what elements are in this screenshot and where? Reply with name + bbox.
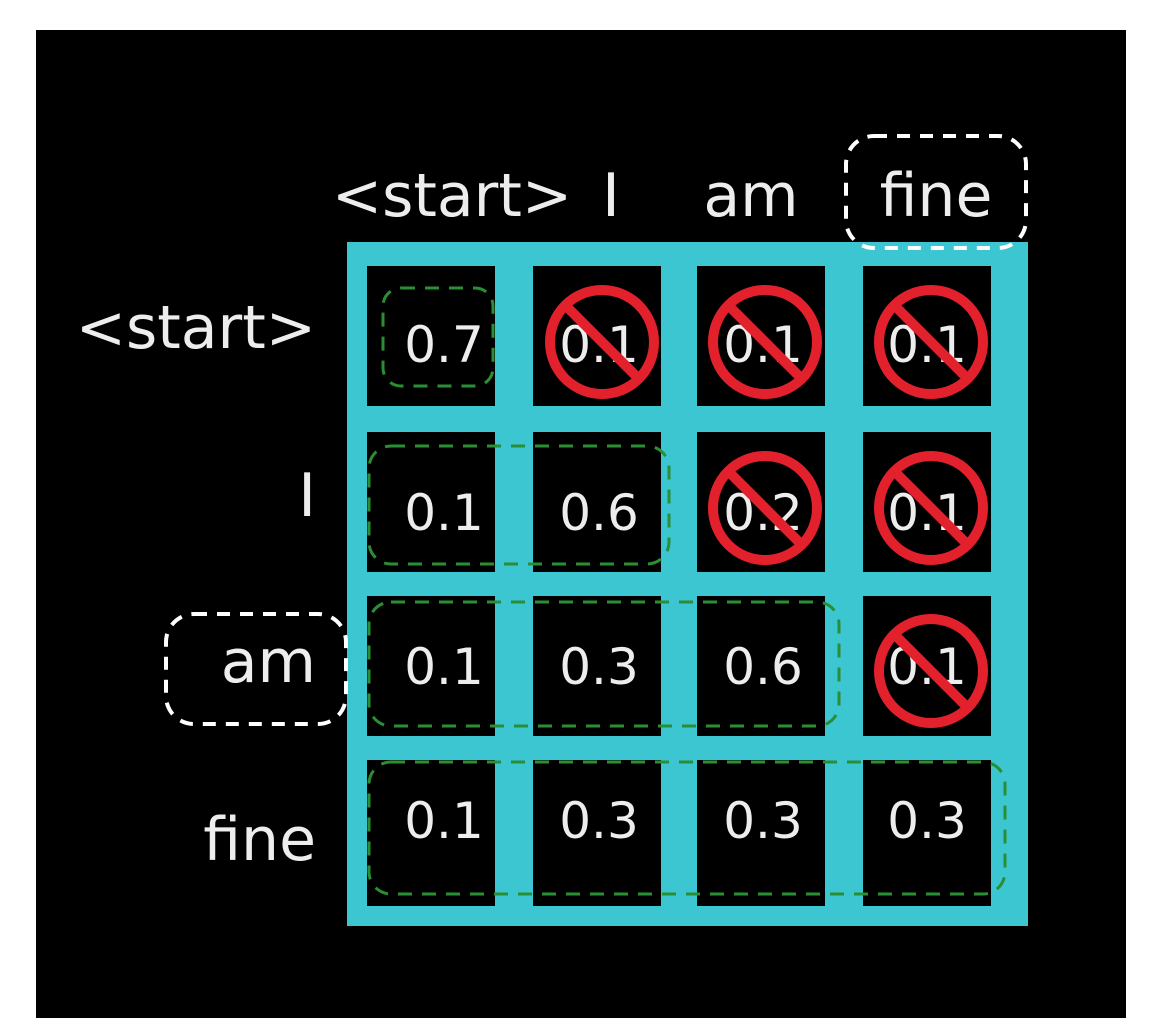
cell-value-2-2: 0.6 [723,638,803,696]
matrix-cell-1-1 [533,432,661,572]
matrix-cell-3-1 [533,760,661,906]
cell-value-3-2: 0.3 [723,792,803,850]
prohibited-icon [874,285,988,399]
row-label-1: I [298,461,316,531]
prohibited-icon [708,451,822,565]
mask-icons [545,285,988,728]
visible-outline-row-0 [381,286,495,388]
visible-region-outlines [367,286,1007,896]
cell-value-3-3: 0.3 [887,792,967,850]
row-label-0: <start> [76,293,316,363]
cell-value-1-0: 0.1 [404,484,484,542]
column-label-3: fine [880,161,993,231]
prohibited-icon [708,285,822,399]
cell-values: 0.7 0.1 0.1 0.1 0.1 0.6 0.2 0.1 0.1 0.3 … [404,316,967,850]
column-label-1: I [602,161,620,231]
cell-value-2-1: 0.3 [559,638,639,696]
visible-outline-row-1 [367,444,671,566]
cell-value-3-0: 0.1 [404,792,484,850]
matrix-cell-2-1 [533,596,661,736]
prohibited-icon [874,614,988,728]
matrix-cell-3-3 [863,760,991,906]
row-label-3: fine [203,805,316,875]
matrix-row-2 [367,596,991,736]
matrix-cell-2-2 [697,596,825,736]
attention-mask-diagram: <start> I am fine <start> I am fine 0.7 … [36,30,1126,1018]
row-label-2: am [221,627,316,697]
visible-outline-row-3 [367,760,1007,896]
cell-value-0-0: 0.7 [404,316,484,374]
column-label-2: am [703,161,798,231]
prohibited-icon [545,285,659,399]
highlight-outline-column-fine [844,134,1028,250]
matrix-cell-2-0 [367,596,495,736]
matrix-row-3 [367,760,991,906]
prohibited-icon [874,451,988,565]
attention-matrix-figure: <start> I am fine <start> I am fine 0.7 … [36,30,1126,1018]
cell-value-1-1: 0.6 [559,484,639,542]
highlight-outlines [164,134,1028,726]
column-label-0: <start> [332,161,572,231]
highlight-outline-row-am [164,612,348,726]
cell-value-2-0: 0.1 [404,638,484,696]
matrix-cell-3-2 [697,760,825,906]
matrix-cell-1-0 [367,432,495,572]
cell-value-3-1: 0.3 [559,792,639,850]
matrix-cell-3-0 [367,760,495,906]
